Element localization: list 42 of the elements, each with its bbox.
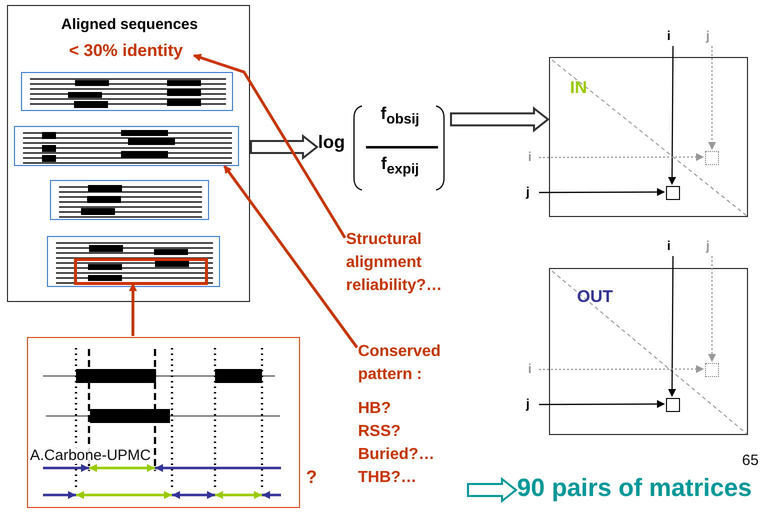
cell-square	[705, 151, 719, 165]
cell-square	[666, 186, 680, 200]
index-label: i	[528, 149, 532, 164]
arrow	[668, 256, 676, 397]
index-label: j	[526, 184, 530, 199]
question-mark: ?	[306, 467, 317, 488]
index-label: i	[667, 28, 671, 43]
arrow	[128, 283, 137, 336]
arrow	[708, 256, 716, 362]
index-label: i	[667, 238, 671, 253]
feature-list: HB? RSS? Buried?… THB?…	[358, 397, 434, 489]
cell-square	[666, 398, 680, 412]
index-label: j	[706, 238, 710, 253]
identity-note: < 30% identity	[69, 41, 183, 61]
arrow	[539, 400, 665, 408]
block-arrow	[467, 476, 518, 504]
page-number: 65	[742, 452, 759, 469]
arrow	[708, 46, 716, 150]
question-text: Structural alignment reliability?…	[346, 228, 442, 297]
numerator: f$_{obsij}$	[380, 104, 420, 128]
matrix-title: OUT	[577, 287, 613, 307]
index-label: j	[706, 28, 710, 43]
highlight-box	[74, 258, 208, 285]
block-arrow	[450, 106, 550, 132]
arrow	[668, 46, 676, 185]
result-text: 90 pairs of matrices	[517, 474, 752, 503]
arrow	[539, 188, 665, 196]
block-arrow	[250, 134, 319, 160]
arrow	[193, 54, 346, 239]
question-text: Conserved pattern :	[358, 342, 442, 385]
panel-heading: Aligned sequences	[60, 16, 199, 33]
denominator: f$_{expij}$	[380, 154, 420, 178]
matrix-title: IN	[570, 78, 587, 98]
index-label: j	[526, 396, 530, 411]
arrow	[539, 153, 704, 162]
panel	[7, 5, 250, 302]
credit-text: A.Carbone-UPMC	[30, 447, 151, 464]
log-text: log	[318, 132, 345, 153]
arrow	[539, 365, 704, 374]
cell-square	[705, 363, 719, 377]
index-label: i	[528, 361, 532, 376]
arrow	[223, 165, 358, 348]
